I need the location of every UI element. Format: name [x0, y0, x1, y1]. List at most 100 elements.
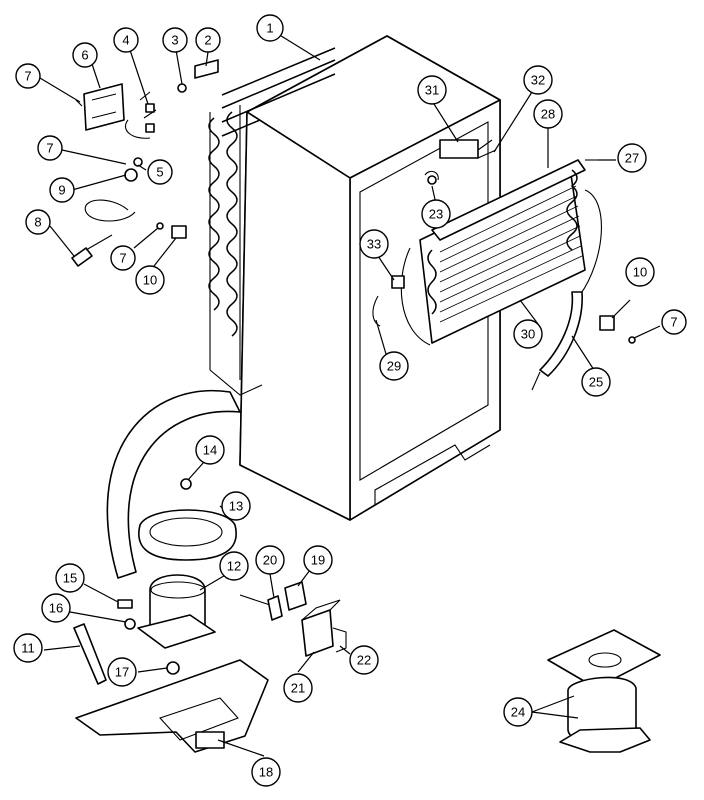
heater-tube: [400, 247, 583, 391]
callout-17: 17: [107, 657, 137, 687]
callout-2: 2: [195, 27, 221, 53]
callout-21: 21: [283, 673, 313, 703]
svg-text:8: 8: [34, 215, 41, 230]
overload-21: [301, 609, 334, 657]
spacer-17: [166, 661, 180, 675]
svg-text:22: 22: [357, 653, 371, 668]
bracket-6: [83, 83, 125, 131]
callout-10-a: 10: [135, 265, 165, 295]
svg-text:10: 10: [143, 273, 157, 288]
svg-text:33: 33: [367, 237, 381, 252]
callout-12: 12: [219, 551, 249, 581]
svg-text:7: 7: [119, 251, 126, 266]
svg-text:19: 19: [311, 553, 325, 568]
screw-3: [177, 83, 187, 93]
svg-text:13: 13: [229, 499, 243, 514]
callout-27: 27: [617, 143, 647, 173]
nut-14: [180, 478, 192, 490]
svg-text:23: 23: [429, 207, 443, 222]
svg-text:20: 20: [263, 553, 277, 568]
part-31: [439, 139, 479, 159]
part-9: [124, 168, 138, 182]
part-23: [427, 175, 437, 185]
svg-text:5: 5: [156, 165, 163, 180]
svg-text:17: 17: [115, 665, 129, 680]
part-20: [267, 595, 283, 621]
condenser-coil: [208, 47, 336, 396]
svg-text:18: 18: [259, 765, 273, 780]
part-22: [332, 627, 347, 653]
callout-13: 13: [221, 491, 251, 521]
svg-text:32: 32: [531, 73, 545, 88]
callout-23: 23: [421, 199, 451, 229]
svg-text:15: 15: [63, 571, 77, 586]
callout-1: 1: [256, 14, 284, 42]
evaporator: [419, 159, 602, 344]
callout-3: 3: [162, 27, 188, 53]
callout-20: 20: [255, 545, 285, 575]
svg-text:24: 24: [511, 705, 525, 720]
svg-text:21: 21: [291, 681, 305, 696]
callout-7-a: 7: [15, 63, 41, 89]
svg-text:2: 2: [204, 33, 211, 48]
callout-31: 31: [417, 75, 447, 105]
callout-25: 25: [581, 367, 611, 397]
svg-text:10: 10: [633, 265, 647, 280]
part-10-left: [171, 225, 187, 239]
power-cord: [84, 199, 136, 222]
callout-24: 24: [503, 697, 533, 727]
callout-14: 14: [195, 435, 225, 465]
svg-text:3: 3: [171, 33, 178, 48]
grommet-16: [124, 618, 136, 630]
svg-text:29: 29: [387, 359, 401, 374]
svg-text:7: 7: [46, 141, 53, 156]
callout-4: 4: [113, 27, 139, 53]
svg-text:27: 27: [625, 151, 639, 166]
callout-9: 9: [49, 177, 75, 203]
callout-15: 15: [55, 563, 85, 593]
svg-text:28: 28: [541, 107, 555, 122]
callout-7-b: 7: [37, 135, 63, 161]
compressor-assembly-24: [547, 629, 661, 753]
callout-11: 11: [13, 633, 43, 663]
svg-text:31: 31: [425, 83, 439, 98]
part-10-right: [599, 315, 615, 331]
leader-lines: [39, 33, 661, 757]
callout-7-c: 7: [110, 245, 136, 271]
callout-18: 18: [251, 757, 281, 787]
callout-30: 30: [513, 319, 543, 349]
svg-text:16: 16: [49, 601, 63, 616]
top-left-parts: [71, 59, 219, 267]
svg-text:6: 6: [81, 48, 88, 63]
svg-text:25: 25: [589, 375, 603, 390]
compressor-area: [73, 478, 347, 753]
part-33: [391, 275, 405, 289]
clip-5: [133, 157, 143, 167]
refrigerator-cabinet: [239, 35, 501, 521]
drain-hose: [106, 389, 241, 579]
clip-15: [117, 599, 133, 609]
svg-text:9: 9: [58, 183, 65, 198]
svg-text:7: 7: [670, 315, 677, 330]
svg-text:12: 12: [227, 559, 241, 574]
callout-28: 28: [533, 99, 563, 129]
callout-29: 29: [379, 351, 409, 381]
callout-32: 32: [523, 65, 553, 95]
callout-22: 22: [349, 645, 379, 675]
part-29: [372, 295, 381, 327]
callout-7-d: 7: [661, 309, 687, 335]
callout-33: 33: [359, 229, 389, 259]
callout-5: 5: [147, 159, 173, 185]
svg-text:1: 1: [266, 21, 273, 36]
callout-10-b: 10: [625, 257, 655, 287]
part-11: [73, 623, 107, 685]
svg-text:30: 30: [521, 327, 535, 342]
svg-text:14: 14: [203, 443, 217, 458]
part-2: [194, 59, 219, 79]
callout-6: 6: [72, 42, 98, 68]
right-parts: [372, 139, 636, 344]
callout-19: 19: [303, 545, 333, 575]
svg-text:7: 7: [24, 69, 31, 84]
relay-19: [284, 581, 307, 611]
